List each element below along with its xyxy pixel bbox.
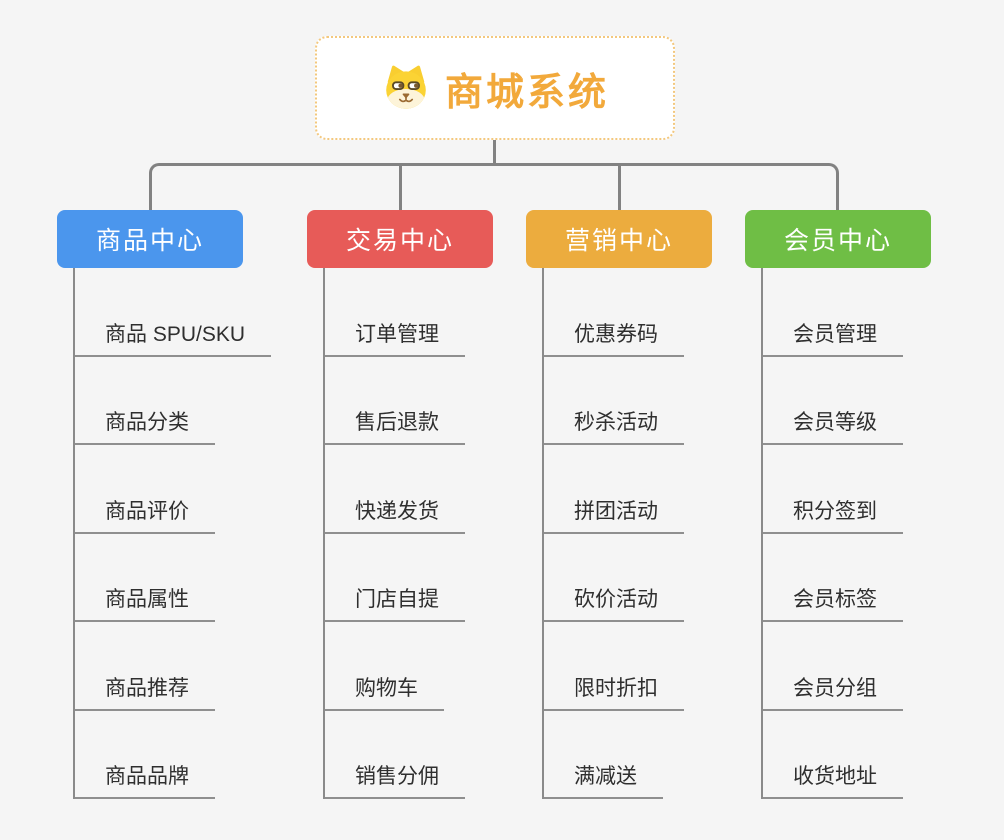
leaf-row: 商品评价 [73,445,271,534]
branch-node-marketing-center[interactable]: 营销中心 [526,210,712,268]
branch-node-member-center[interactable]: 会员中心 [745,210,931,268]
branch-children-marketing-center: 优惠券码 秒杀活动 拼团活动 砍价活动 限时折扣 满减送 [542,268,684,799]
leaf-node[interactable]: 会员管理 [761,318,903,357]
dog-face-icon [386,65,426,109]
leaf-node[interactable]: 商品品牌 [73,760,215,799]
leaf-row: 门店自提 [323,534,465,622]
leaf-row: 优惠券码 [542,268,684,357]
branch-drop-connector [399,164,402,210]
leaf-row: 商品 SPU/SKU [73,268,272,357]
leaf-node[interactable]: 购物车 [323,672,444,711]
leaf-row: 会员等级 [761,357,903,445]
leaf-row: 秒杀活动 [542,357,684,445]
branch-drop-connector [618,164,621,210]
branch-node-product-center[interactable]: 商品中心 [57,210,243,268]
root-node[interactable]: 商城系统 [315,36,675,140]
leaf-row: 商品属性 [73,534,271,622]
leaf-node[interactable]: 订单管理 [323,318,465,357]
leaf-row: 会员分组 [761,622,903,711]
branch-bus-connector [149,163,839,210]
leaf-row: 商品分类 [73,357,271,445]
leaf-node[interactable]: 商品评价 [73,495,215,534]
branch-node-trade-center[interactable]: 交易中心 [307,210,493,268]
branch-children-trade-center: 订单管理 售后退款 快递发货 门店自提 购物车 销售分佣 [323,268,465,799]
leaf-row: 销售分佣 [323,711,465,799]
leaf-row: 会员管理 [761,268,903,357]
leaf-node[interactable]: 会员等级 [761,406,903,445]
leaf-node[interactable]: 售后退款 [323,406,465,445]
leaf-node[interactable]: 满减送 [542,760,663,799]
leaf-row: 商品推荐 [73,622,271,711]
root-stem-connector [493,140,496,166]
leaf-node[interactable]: 收货地址 [761,760,903,799]
leaf-row: 会员标签 [761,534,903,622]
leaf-row: 满减送 [542,711,684,799]
leaf-node[interactable]: 商品属性 [73,583,215,622]
leaf-node[interactable]: 门店自提 [323,583,465,622]
leaf-node[interactable]: 快递发货 [323,495,465,534]
branch-children-product-center: 商品 SPU/SKU 商品分类 商品评价 商品属性 商品推荐 商品品牌 [73,268,272,799]
leaf-node[interactable]: 积分签到 [761,495,903,534]
leaf-node[interactable]: 销售分佣 [323,760,465,799]
leaf-row: 订单管理 [323,268,465,357]
leaf-node[interactable]: 会员分组 [761,672,903,711]
leaf-node[interactable]: 限时折扣 [542,672,684,711]
leaf-node[interactable]: 优惠券码 [542,318,684,357]
branch-children-member-center: 会员管理 会员等级 积分签到 会员标签 会员分组 收货地址 [761,268,903,799]
leaf-row: 收货地址 [761,711,903,799]
leaf-row: 购物车 [323,622,465,711]
leaf-node[interactable]: 商品推荐 [73,672,215,711]
leaf-node[interactable]: 商品分类 [73,406,215,445]
leaf-row: 拼团活动 [542,445,684,534]
leaf-row: 限时折扣 [542,622,684,711]
leaf-node[interactable]: 拼团活动 [542,495,684,534]
leaf-node[interactable]: 会员标签 [761,583,903,622]
root-title: 商城系统 [444,71,609,114]
leaf-row: 售后退款 [323,357,465,445]
leaf-node[interactable]: 砍价活动 [542,583,684,622]
leaf-node[interactable]: 商品 SPU/SKU [73,318,272,357]
leaf-node[interactable]: 秒杀活动 [542,406,684,445]
leaf-row: 商品品牌 [73,711,271,799]
leaf-row: 积分签到 [761,445,903,534]
leaf-row: 砍价活动 [542,534,684,622]
leaf-row: 快递发货 [323,445,465,534]
